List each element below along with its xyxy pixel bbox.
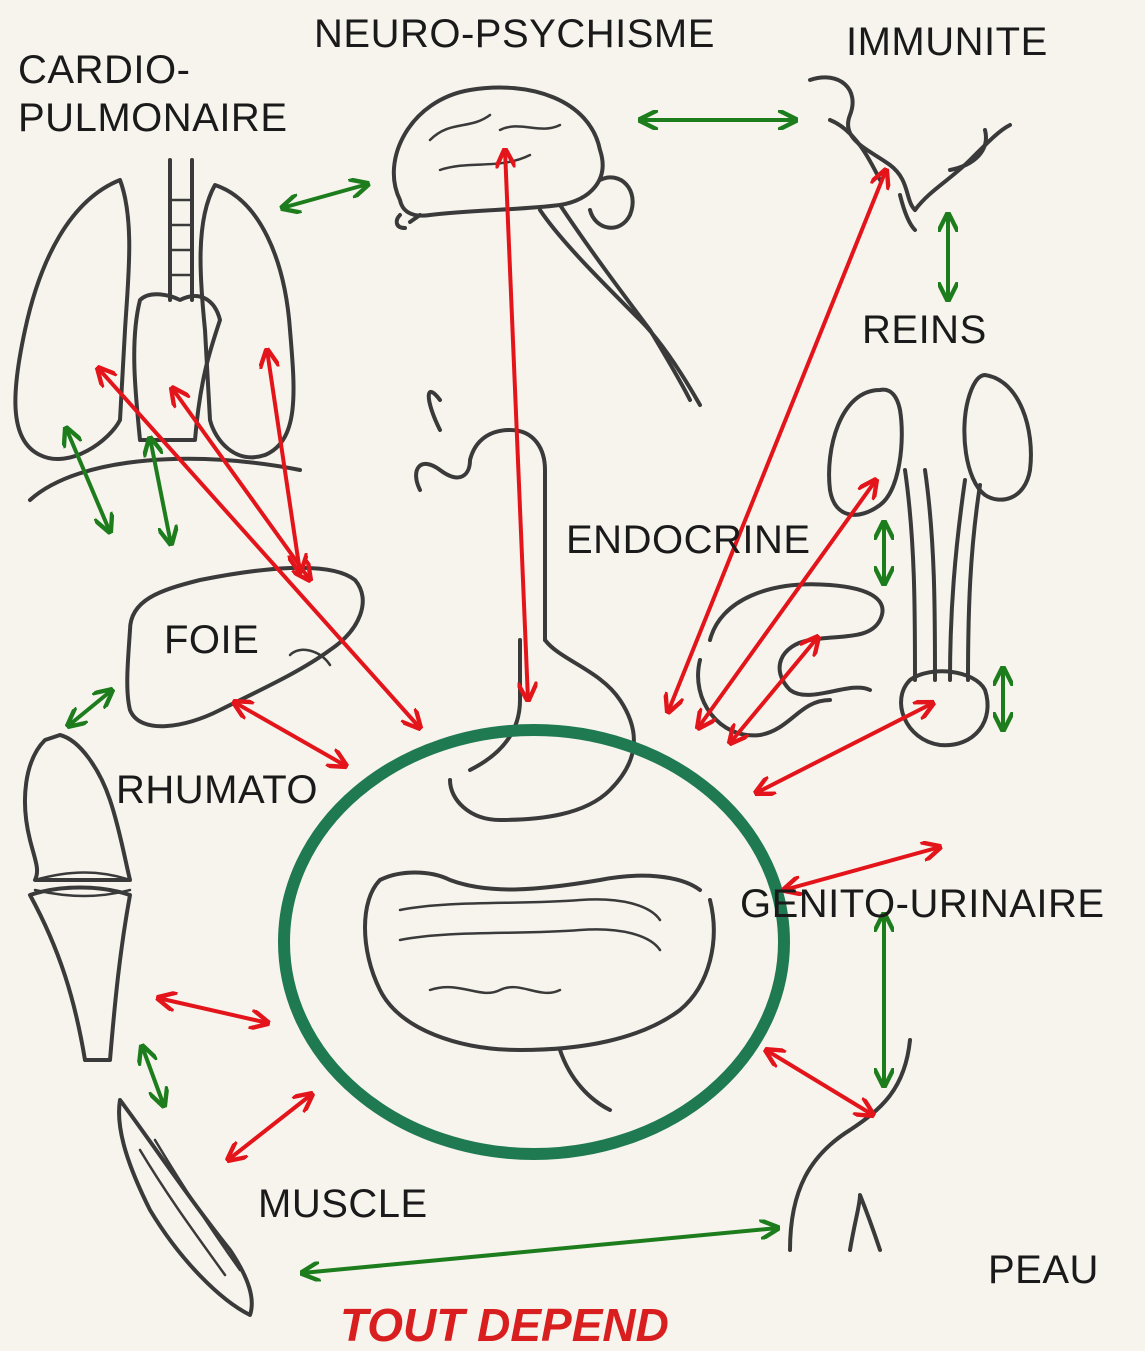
arrow-bladder-gut <box>756 703 933 793</box>
label-muscle: MUSCLE <box>258 1182 428 1226</box>
arrow-immunite-gut <box>668 170 886 712</box>
kidneys-drawing <box>829 375 1031 745</box>
arrow-muscle-peau <box>302 1228 778 1273</box>
footer-caption: TOUT DEPEND <box>340 1300 669 1350</box>
label-rhumato: RHUMATO <box>116 768 318 812</box>
arrow-lung-gut-1 <box>98 368 420 728</box>
label-reins: REINS <box>862 308 987 352</box>
green-arrows <box>66 120 1003 1273</box>
arrow-lung-gut-2 <box>172 388 310 580</box>
lungs-drawing <box>15 160 300 500</box>
label-peau: PEAU <box>988 1248 1099 1292</box>
arrow-rhumato-muscle <box>142 1046 164 1106</box>
label-foie: FOIE <box>164 618 259 662</box>
arrow-endocrine-gut <box>730 637 818 743</box>
arrow-muscle-gut <box>228 1094 312 1160</box>
label-pulmonaire: PULMONAIRE <box>18 96 288 140</box>
label-immunite: IMMUNITE <box>846 20 1048 64</box>
pancreas-drawing <box>698 584 882 735</box>
skin-drawing <box>790 1040 910 1250</box>
muscle-drawing <box>119 1100 252 1315</box>
arrow-neuro-gut <box>505 150 528 700</box>
label-endocrine: ENDOCRINE <box>566 518 811 562</box>
arrow-peau-gut <box>766 1050 873 1115</box>
intestine-focus-circle <box>284 730 784 1154</box>
label-cardio: CARDIO- <box>18 48 190 92</box>
label-neuro: NEURO-PSYCHISME <box>314 12 715 56</box>
arrow-lung-2 <box>150 438 171 544</box>
arrow-lung-1 <box>66 428 110 532</box>
lymph-drawing <box>810 77 1010 230</box>
arrow-rhumato-gut <box>158 998 268 1023</box>
brain-drawing <box>394 88 700 406</box>
label-genito: GENITO-URINAIRE <box>740 882 1105 926</box>
arrow-cardio-neuro <box>282 184 368 208</box>
arrow-foie-gut <box>234 702 346 766</box>
arrow-foie-rhumato <box>68 690 112 726</box>
knee-drawing <box>25 735 130 1060</box>
